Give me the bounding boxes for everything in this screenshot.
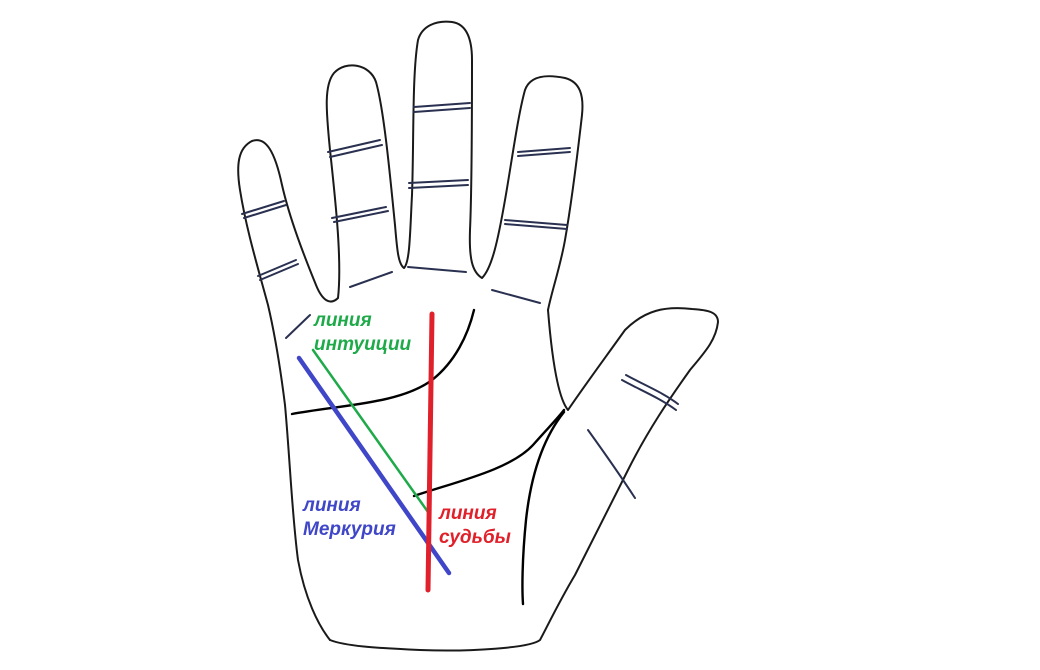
middle-finger-crease-upper-b: [413, 107, 471, 113]
little-finger-crease-lower-b: [259, 263, 299, 281]
ring-finger-crease-lower: [331, 206, 387, 219]
mercury-label-name: Меркурия: [303, 519, 396, 540]
middle-finger-crease-upper: [413, 102, 471, 108]
middle-finger-base-crease: [407, 266, 467, 273]
little-finger-crease-upper-b: [243, 204, 287, 219]
index-finger-crease-upper-b: [517, 151, 571, 157]
mercury-line: [296, 355, 452, 576]
intuition-line: [311, 348, 430, 514]
thumb-base-line: [587, 429, 636, 499]
fate-label-name: судьбы: [439, 527, 511, 548]
index-finger-crease-lower-b: [504, 223, 568, 230]
hand-outline-path: [237, 20, 584, 641]
little-finger-crease-upper: [241, 200, 285, 215]
fate-label-word: линия: [438, 503, 497, 524]
ring-finger-crease-upper-b: [329, 144, 383, 158]
intuition-label-name: интуиции: [314, 334, 412, 355]
index-finger-crease-upper: [517, 147, 571, 153]
thumb-outline-path: [329, 307, 719, 652]
little-finger-crease-lower: [257, 259, 297, 277]
mercury-label-word: линия: [302, 495, 361, 516]
middle-finger-crease-lower-b: [408, 184, 469, 189]
hand-outline: [237, 20, 719, 652]
little-finger-base-crease: [285, 314, 311, 339]
thumb-crease-b: [625, 374, 679, 405]
mercury-label: линия Меркурия: [302, 495, 396, 540]
fate-label: линия судьбы: [438, 503, 511, 548]
index-finger-crease-lower: [504, 219, 568, 226]
ring-finger-base-crease: [349, 271, 393, 288]
index-finger-base-crease: [491, 289, 541, 304]
intuition-label: линия интуиции: [313, 310, 412, 355]
thumb-crease: [621, 379, 677, 411]
fate-line: [425, 311, 435, 593]
life-line: [521, 410, 566, 606]
ring-finger-crease-upper: [327, 139, 381, 153]
ring-finger-crease-lower-b: [333, 210, 389, 223]
intuition-label-word: линия: [313, 310, 372, 331]
finger-creases: [241, 102, 679, 499]
head-line: [412, 408, 566, 498]
middle-finger-crease-lower: [408, 179, 469, 184]
